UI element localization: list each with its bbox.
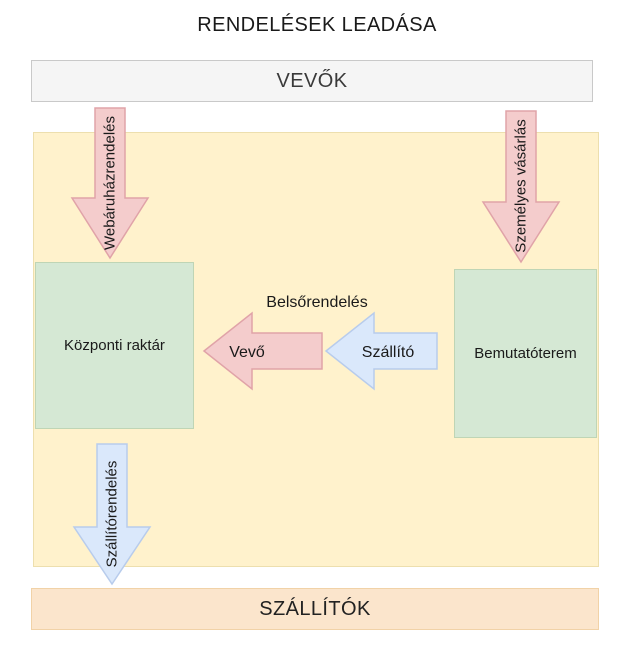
personal-purchase-arrow-shape	[481, 110, 561, 264]
personal-purchase-arrow: Személyes vásárlás	[481, 110, 561, 264]
supplier-order-arrow: Szállítórendelés	[72, 443, 152, 586]
customer-arrow: Vevő	[202, 311, 323, 391]
showroom-box: Bemutatóterem	[454, 269, 597, 438]
showroom-label: Bemutatóterem	[474, 345, 577, 362]
internal-order-label: Belsőrendelés	[266, 294, 368, 311]
web-order-arrow-shape	[70, 107, 150, 260]
page-title: RENDELÉSEK LEADÁSA	[197, 14, 437, 36]
central-warehouse-box: Központi raktár	[35, 262, 194, 429]
suppliers-bar-label: SZÁLLÍTÓK	[259, 597, 371, 620]
supplier-arrow: Szállító	[324, 311, 438, 391]
supplier-arrow-shape	[324, 311, 438, 391]
customers-bar-label: VEVŐK	[276, 69, 348, 92]
customers-bar: VEVŐK	[31, 60, 593, 102]
customer-arrow-shape	[202, 311, 323, 391]
personal-purchase-arrow-label: Személyes vásárlás	[513, 119, 530, 252]
web-order-arrow-label: Webáruházrendelés	[102, 116, 119, 250]
supplier-order-arrow-shape	[72, 443, 152, 586]
supplier-order-arrow-label: Szállítórendelés	[104, 461, 121, 568]
customer-arrow-label: Vevő	[229, 344, 265, 361]
web-order-arrow: Webáruházrendelés	[70, 107, 150, 260]
supplier-arrow-label: Szállító	[362, 344, 415, 361]
central-warehouse-label: Központi raktár	[64, 337, 165, 354]
suppliers-bar: SZÁLLÍTÓK	[31, 588, 599, 630]
